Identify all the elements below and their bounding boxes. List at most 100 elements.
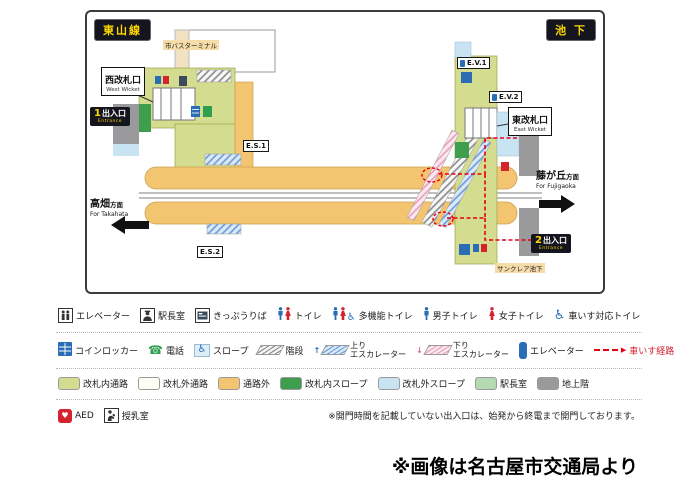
legend-label: 改札外通路 <box>163 380 209 391</box>
bus-terminal-area <box>174 29 276 73</box>
exit-2-en: Entrance <box>538 246 564 251</box>
swatch-outside-passage <box>138 377 161 391</box>
legend-coin-locker: コインロッカー <box>58 341 138 359</box>
female-toilet-icon <box>488 307 496 323</box>
wheelchair-route <box>421 137 533 241</box>
west-slope-outside <box>113 144 139 156</box>
legend-label: 改札外スロープ <box>402 380 465 391</box>
escalator-1-tag: E.S.1 <box>243 140 270 152</box>
elevator-icon <box>58 307 73 323</box>
legend-wheelchair-route: ▶ 車いす経路 <box>593 344 675 357</box>
legend-label: 車いす対応トイレ <box>568 311 641 322</box>
exit-2-ja: 出入口 <box>542 236 567 245</box>
west-escalator-1 <box>204 153 242 166</box>
legend-label: エスカレーター <box>350 350 407 360</box>
legend-elevator: エレベーター <box>58 307 131 323</box>
legend-label: 車いす経路 <box>629 346 675 357</box>
escalator-1-label: E.S.1 <box>246 142 267 150</box>
legend-label: AED <box>75 410 94 421</box>
legend-row-1: エレベーター 駅長室 きっぷうりば トイレ ♿ 多機能トイレ 男子トイレ <box>56 299 642 333</box>
legend-male-toilet: 男子トイレ <box>423 307 478 323</box>
legend-label: 改札内スロープ <box>305 380 368 391</box>
east-down-escalator <box>406 129 460 222</box>
legend-slope: ♿ スロープ <box>193 343 249 357</box>
elevator-shaft-icon <box>518 341 527 359</box>
exit-1-badge: 1 出入口 Entrance <box>90 107 130 126</box>
swatch-slope-outside <box>377 377 400 391</box>
east-gate-en: East Wicket <box>514 127 547 134</box>
west-wicket-gates <box>152 87 196 121</box>
exit-1-ja: 出入口 <box>101 109 126 118</box>
map-mini-icons <box>155 72 509 255</box>
west-gate-label: 西改札口 West Wicket <box>101 67 146 96</box>
legend-label: 女子トイレ <box>498 311 544 322</box>
legend-station-master-room: 駅長室 <box>474 377 527 391</box>
male-toilet-icon <box>423 307 430 323</box>
slope-icon: ♿ <box>193 343 210 357</box>
east-concourse <box>406 41 539 265</box>
legend-label: きっぷうりば <box>213 311 267 322</box>
legend-ground-floor: 地上階 <box>537 377 589 391</box>
elevator-2-tag: E.V.2 <box>489 91 522 103</box>
west-stairs <box>196 69 232 83</box>
legend-label: 駅長室 <box>158 311 186 322</box>
direction-fujigaoka-en: For Fujigaoka <box>536 183 576 191</box>
east-slope-inside <box>455 142 469 158</box>
image-credit: ※画像は名古屋市交通局より <box>391 456 638 478</box>
legend-label: エスカレーター <box>452 350 509 360</box>
direction-fujigaoka: 藤が丘方面 For Fujigaoka <box>536 164 579 190</box>
arrow-right-fujigaoka <box>539 195 575 213</box>
legend-down-escalator: ↓ 下り エスカレーター <box>416 341 509 359</box>
elevator-2-label: E.V.2 <box>499 93 519 101</box>
legend-up-escalator: ↑ 上り エスカレーター <box>313 341 406 359</box>
swatch-inside-passage <box>58 377 80 391</box>
exit-1-en: Entrance <box>97 119 123 124</box>
legend-nursing-room: 授乳室 <box>103 408 149 424</box>
down-escalator-icon <box>423 345 453 356</box>
coin-locker-icon <box>58 341 72 359</box>
legend-female-toilet: 女子トイレ <box>488 307 544 323</box>
station-master-icon <box>140 307 156 323</box>
legend-elevator-shaft: エレベーター <box>518 341 584 359</box>
legend-stairs: 階段 <box>255 344 303 357</box>
legend-aed: ♥ AED <box>58 408 94 423</box>
legend-label: トイレ <box>294 311 322 322</box>
west-gate-en: West Wicket <box>106 87 140 94</box>
swatch-slope-inside <box>280 377 303 391</box>
phone-icon: ☎ <box>148 343 163 358</box>
exit-2-badge: 2 出入口 Entrance <box>531 234 571 253</box>
swatch-non-passage <box>218 377 241 391</box>
direction-takahata-en: For Takahata <box>90 211 129 219</box>
legend-toilet: トイレ <box>277 307 322 323</box>
direction-fujigaoka-suffix: 方面 <box>566 173 579 181</box>
legend-phone: ☎ 電話 <box>148 344 184 357</box>
legend-label: エレベーター <box>76 311 131 322</box>
elevator-chip-icon <box>460 59 465 67</box>
platform-1 <box>144 166 518 190</box>
direction-takahata-suffix: 方面 <box>110 201 123 209</box>
legend-station-master: 駅長室 <box>140 307 186 323</box>
legend-label: スロープ <box>212 346 249 357</box>
elevator-1-tag: E.V.1 <box>457 57 490 69</box>
ticket-machine-icon <box>195 307 211 323</box>
gate-hours-note: ※開門時間を記載していない出入口は、始発から終電まで開門しております。 <box>328 412 640 423</box>
west-escalator-2 <box>206 223 242 235</box>
up-escalator-icon <box>320 345 350 356</box>
aed-icon: ♥ <box>58 408 72 423</box>
legend-label: 改札内通路 <box>83 380 129 391</box>
escalator-2-label: E.S.2 <box>200 248 221 256</box>
legend-label: 下り <box>452 341 469 350</box>
legend-label: エレベーター <box>529 346 584 357</box>
station-badge: 池 下 <box>547 20 595 40</box>
legend-label: 電話 <box>165 346 184 357</box>
elevator-1-label: E.V.1 <box>467 59 487 67</box>
west-slope-inside <box>139 104 151 132</box>
station-map: 東山線 池 下 市バスターミナル 西改札口 West Wicket 1 出入口 … <box>85 10 605 294</box>
arrow-left-takahata <box>111 216 149 234</box>
stairs-icon <box>255 345 286 356</box>
legend-label: 多機能トイレ <box>358 311 413 322</box>
legend-label: 上り <box>350 341 367 350</box>
legend-multifunction-toilet: ♿ 多機能トイレ <box>332 307 413 323</box>
legend-row-3: 改札内通路 改札外通路 通路外 改札内スロープ 改札外スロープ 駅長室 <box>56 369 642 401</box>
